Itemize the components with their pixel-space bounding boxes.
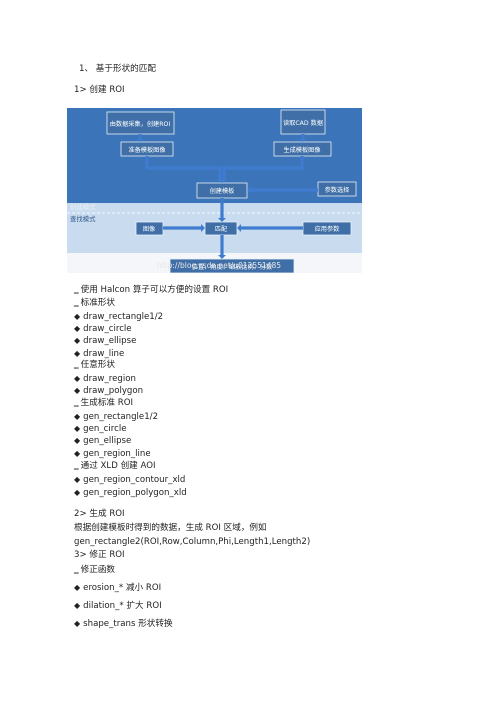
list-item: ◆draw_ellipse	[74, 336, 137, 346]
list-item: ◆draw_circle	[74, 324, 132, 334]
diamond-bullet-icon: ◆	[74, 386, 81, 395]
diamond-bullet-icon: ◆	[74, 475, 81, 484]
arrowhead-3	[216, 179, 228, 183]
diamond-bullet-icon: ◆	[74, 619, 81, 628]
arb-shape-heading: 任意形状	[74, 360, 115, 371]
diamond-bullet-icon: ◆	[74, 488, 81, 497]
diamond-bullet-icon: ◆	[74, 324, 81, 333]
diamond-bullet-icon: ◆	[74, 349, 81, 358]
arrowhead-2	[299, 139, 307, 142]
box-image-text: 图像	[143, 225, 155, 233]
list-item: ◆dilation_* 扩大 ROI	[74, 601, 162, 611]
box-result-text: 位置、角度、缩放比例、分数	[192, 263, 273, 271]
list-item: ◆gen_circle	[74, 424, 127, 434]
diamond-bullet-icon: ◆	[74, 449, 81, 458]
list-item: ◆gen_ellipse	[74, 436, 132, 446]
box-prepare-template-text: 准备模板图像	[128, 146, 165, 154]
diamond-bullet-icon: ◆	[74, 436, 81, 445]
diamond-bullet-icon: ◆	[74, 583, 81, 592]
arrowhead-6	[218, 218, 226, 222]
std-shape-heading: 标准形状	[74, 298, 115, 309]
box-apply-params-text: 应用参数	[315, 225, 341, 233]
diamond-bullet-icon: ◆	[74, 412, 81, 421]
arrowhead-7	[201, 224, 205, 232]
subsection-title-generate-roi: 2> 生成 ROI	[74, 509, 125, 519]
arrowhead-5	[247, 186, 251, 194]
label-create-mode: 创建模式	[70, 202, 96, 211]
subsection-title-create-roi: 1> 创建 ROI	[74, 85, 125, 95]
list-item: ◆draw_region	[74, 374, 136, 384]
list-item: ◆gen_region_contour_xld	[74, 475, 186, 485]
roi-intro: 使用 Halcon 算子可以方便的设置 ROI	[74, 285, 229, 296]
arrowhead-8	[237, 224, 241, 232]
fix-heading: 修正函数	[74, 565, 115, 576]
list-item: ◆gen_region_polygon_xld	[74, 488, 187, 498]
paragraph: 根据创建模板时得到的数据，生成 ROI 区域，例如	[74, 523, 267, 533]
xld-heading: 通过 XLD 创建 AOI	[74, 461, 156, 472]
diamond-bullet-icon: ◆	[74, 374, 81, 383]
arrowhead-1	[136, 139, 144, 142]
list-item: ◆gen_rectangle1/2	[74, 412, 159, 422]
arrowhead-9	[218, 255, 226, 259]
list-item: ◆draw_rectangle1/2	[74, 312, 164, 322]
box-read-cad-text: 读取CAD 数据	[283, 119, 323, 127]
box-result	[169, 258, 295, 273]
box-generate-template-text: 生成模板图像	[283, 146, 320, 154]
box-param-select-text: 参数选择	[325, 186, 351, 194]
box-match-text: 匹配	[215, 226, 227, 233]
gen-std-heading: 生成标准 ROI	[74, 398, 133, 409]
diamond-bullet-icon: ◆	[74, 312, 81, 321]
box-create-template-text: 创建模板	[210, 187, 235, 195]
list-item: ◆draw_polygon	[74, 386, 144, 396]
box-read-cad	[280, 109, 326, 135]
box-roi-from-data-text: 由数据采集，创建ROI	[110, 120, 171, 128]
subsection-title-fix-roi: 3> 修正 ROI	[74, 550, 125, 560]
list-item: ◆draw_line	[74, 349, 125, 359]
list-item: ◆erosion_* 减小 ROI	[74, 583, 162, 593]
diamond-bullet-icon: ◆	[74, 601, 81, 610]
diamond-bullet-icon: ◆	[74, 336, 81, 345]
shape-matching-flow-diagram: 由数据采集，创建ROI 读取CAD 数据 准备模板图像 生成模板图像 创建模板 …	[67, 108, 362, 273]
diamond-bullet-icon: ◆	[74, 424, 81, 433]
code-example: gen_rectangle2(ROI,Row,Column,Phi,Length…	[74, 537, 311, 547]
arrow-4	[222, 156, 304, 179]
section-title: 1、 基于形状的匹配	[79, 64, 156, 74]
watermark: http://blog.csdn.net/u012551485	[157, 261, 281, 270]
label-find-mode: 查找模式	[70, 214, 96, 223]
arrow-3	[145, 156, 222, 179]
list-item: ◆shape_trans 形状转换	[74, 619, 173, 629]
list-item: ◆gen_region_line	[74, 449, 151, 459]
